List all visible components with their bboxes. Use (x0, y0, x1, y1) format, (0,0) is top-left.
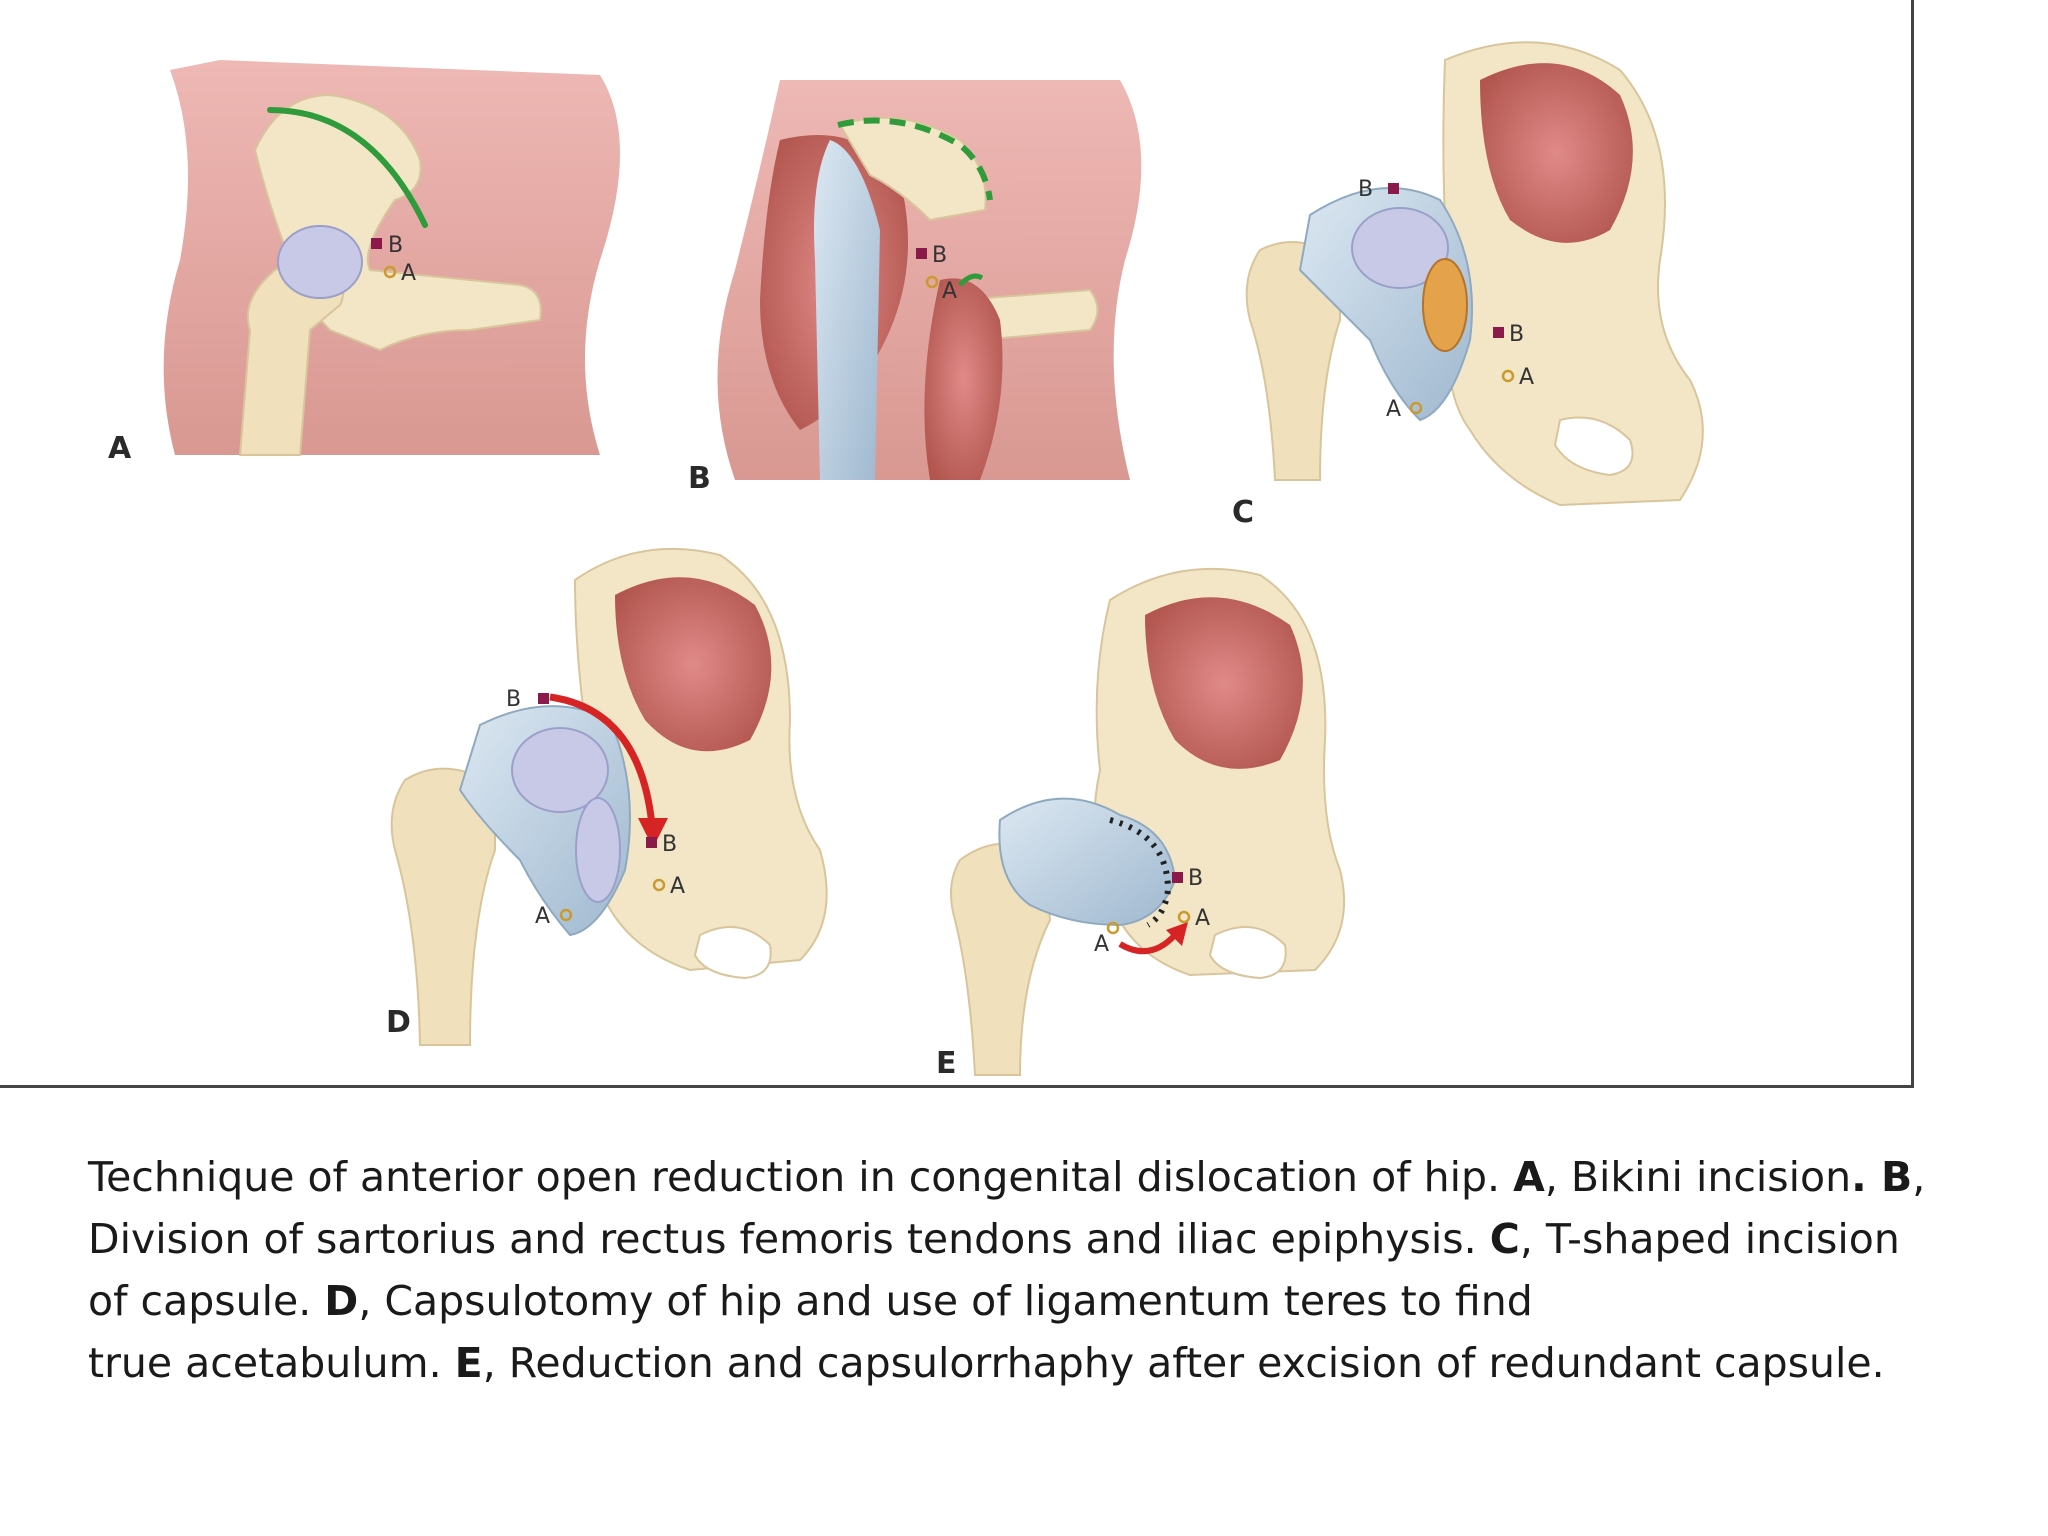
panel-c-marker-b1-label: B (1358, 177, 1373, 202)
panel-d-letter: D (386, 1005, 411, 1040)
panel-c-marker-a2-circle (1501, 369, 1515, 383)
panel-c-femoral-head (1351, 207, 1449, 289)
panel-b-dashed-incision (837, 117, 993, 201)
caption-panel-ref: D (324, 1277, 359, 1325)
panel-d-true-acetabulum (575, 797, 621, 903)
panel-a-femoral-head (277, 225, 363, 299)
panel-d-marker-b2-label: B (662, 832, 677, 857)
caption-text: Division of sartorius and rectus femoris… (88, 1215, 1490, 1263)
panel-b: B A B (688, 80, 1142, 496)
panel-d-marker-b1-label: B (506, 687, 521, 712)
panel-a-bikini-incision (267, 107, 428, 228)
panel-e-marker-b-square (1172, 872, 1183, 883)
panel-a: B A A (108, 60, 621, 466)
panel-b-small-incision (958, 273, 984, 287)
panel-b-marker-b-label: B (932, 243, 947, 268)
panel-e-marker-a1-label: A (1094, 932, 1109, 957)
panel-c-marker-a2-label: A (1519, 365, 1534, 390)
panel-d-marker-b1-square (538, 693, 549, 704)
panel-d-marker-a2-label: A (670, 874, 685, 899)
caption-line-1: Technique of anterior open reduction in … (88, 1146, 2008, 1208)
caption-text: , (1912, 1153, 1926, 1201)
caption-panel-ref: C (1489, 1215, 1520, 1263)
caption-text: , T-shaped incision (1519, 1215, 1900, 1263)
panel-e-marker-a2-circle (1177, 910, 1191, 924)
panel-c-gluteal-muscle (1480, 63, 1633, 243)
panel-d-femoral-head (511, 727, 609, 813)
panel-b-marker-a-label: A (942, 279, 957, 304)
panel-e-repaired-capsule (998, 797, 1177, 927)
panel-a-marker-a-circle (383, 265, 397, 279)
panel-a-marker-b-label: B (388, 233, 403, 258)
panel-d-marker-a1-circle (559, 908, 573, 922)
panel-d-marker-a2-circle (652, 878, 666, 892)
caption-text: , Bikini incision (1544, 1153, 1852, 1201)
panel-e-letter: E (936, 1046, 957, 1081)
panel-c-letter: C (1232, 495, 1254, 530)
panel-a-marker-a-label: A (401, 261, 416, 286)
figure-caption: Technique of anterior open reduction in … (88, 1146, 2008, 1394)
figure-frame: B A A B A B B B A A C (0, 0, 1914, 1088)
panel-b-marker-b-square (916, 248, 927, 259)
caption-panel-ref: . B (1851, 1153, 1913, 1201)
panel-e-marker-a2-label: A (1195, 906, 1210, 931)
panel-e-marker-a1-circle (1106, 921, 1120, 935)
panel-b-tendon-strip (814, 140, 880, 480)
panel-c-marker-b1-square (1388, 183, 1399, 194)
panel-e-gluteal-muscle (1145, 597, 1303, 769)
panel-e-reduction-arrow (1118, 932, 1178, 955)
panel-c-marker-a1-circle (1409, 401, 1423, 415)
panel-d-arrow-head (638, 818, 668, 848)
caption-line-3: of capsule. D, Capsulotomy of hip and us… (88, 1270, 2008, 1332)
panel-c-obturator-window (1553, 416, 1634, 477)
caption-text: Technique of anterior open reduction in … (88, 1153, 1514, 1201)
surgical-illustration: B A A B A B B B A A C (108, 41, 1704, 1081)
panel-b-marker-a-circle (925, 275, 939, 289)
panel-c-marker-a1-label: A (1386, 397, 1401, 422)
panel-d-marker-b2-square (646, 837, 657, 848)
panel-a-letter: A (108, 431, 132, 466)
caption-line-2: Division of sartorius and rectus femoris… (88, 1208, 2008, 1270)
caption-text: of capsule. (88, 1277, 325, 1325)
caption-text: , Reduction and capsulorrhaphy after exc… (482, 1339, 1885, 1387)
caption-text: , Capsulotomy of hip and use of ligament… (358, 1277, 1533, 1325)
panel-d-obturator-window (693, 926, 772, 980)
panel-d-gluteal-muscle (615, 577, 772, 752)
panel-e: B A A E (936, 567, 1346, 1081)
caption-text: true acetabulum. (88, 1339, 455, 1387)
caption-panel-ref: E (454, 1339, 483, 1387)
caption-panel-ref: A (1513, 1153, 1545, 1201)
panel-c-marker-b2-label: B (1509, 322, 1524, 347)
panel-e-arrow-head (1166, 922, 1188, 946)
panel-e-marker-b-label: B (1188, 866, 1203, 891)
panel-e-obturator-window (1208, 926, 1287, 980)
panel-b-rectus-muscle (924, 278, 1003, 480)
panel-d-reduction-arrow (549, 693, 656, 826)
caption-line-4: true acetabulum. E, Reduction and capsul… (88, 1332, 2008, 1394)
panel-b-letter: B (688, 461, 711, 496)
panel-a-marker-b-square (371, 238, 382, 249)
panel-d-marker-a1-label: A (535, 904, 550, 929)
panel-c-marker-b2-square (1493, 327, 1504, 338)
panel-d: B B A A D (386, 547, 828, 1046)
panel-c-acetabulum-opening (1422, 258, 1468, 352)
panel-c: B B A A C (1232, 41, 1704, 530)
